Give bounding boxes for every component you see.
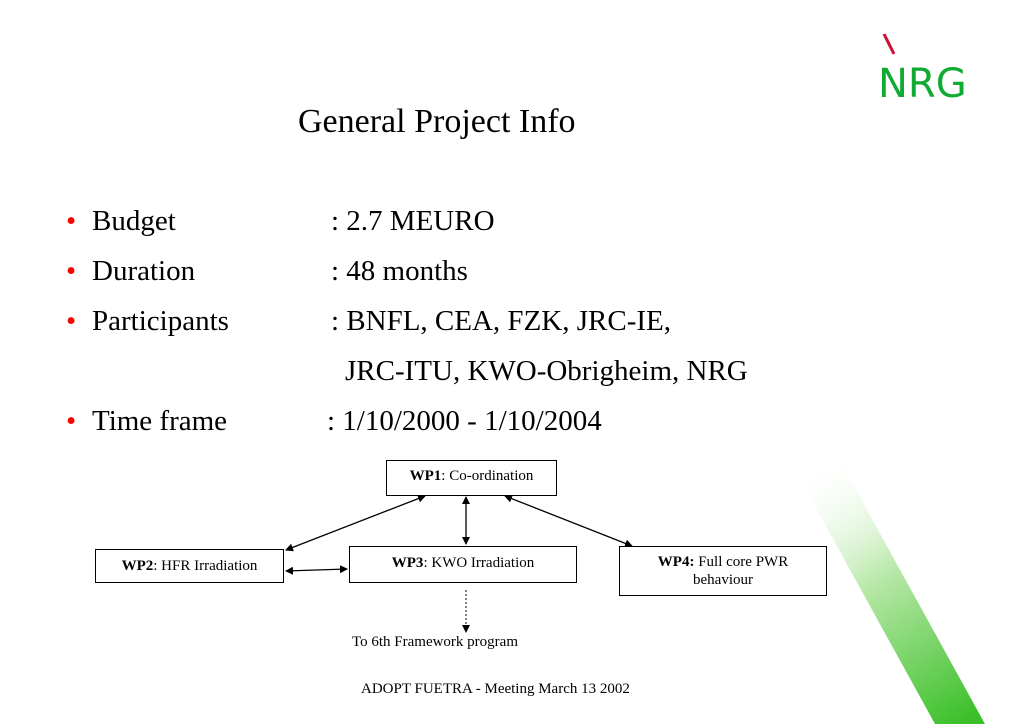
wp3-box: WP3: KWO Irradiation [349,546,577,583]
framework-note: To 6th Framework program [352,634,518,650]
wp4-box: WP4: Full core PWR behaviour [619,546,827,596]
item-value: : 1/10/2000 - 1/10/2004 [327,405,602,437]
wp4-id: WP4: [657,554,695,570]
svg-text:NRG: NRG [878,61,967,107]
item-value: : 2.7 MEURO [331,205,495,237]
bullet-glyph: • [66,405,77,437]
nrg-logo: NRG [878,33,967,107]
item-label: Budget [92,205,176,237]
wp3-text: : KWO Irradiation [423,555,535,571]
arrow-wp1-wp2 [285,494,426,552]
wp1-box: WP1: Co-ordination [386,460,557,496]
arrow-wp1-wp4 [504,494,633,548]
wp2-id: WP2 [121,558,154,574]
wp2-text: : HFR Irradiation [153,558,258,574]
item-value: : 48 months [331,255,468,287]
wp4-text: Full core PWR behaviour [693,554,789,588]
wp1-text: : Co-ordination [441,468,534,484]
wp1-id: WP1 [409,468,442,484]
wp3-id: WP3 [391,555,424,571]
item-label: Participants [92,305,229,337]
item-value-continued: JRC-ITU, KWO-Obrigheim, NRG [345,355,748,387]
bullet-glyph: • [66,255,77,287]
bullet-glyph: • [66,205,77,237]
item-label: Time frame [92,405,228,437]
item-value: : BNFL, CEA, FZK, JRC-IE, [331,305,671,337]
item-label: Duration [92,255,196,287]
wp2-box: WP2: HFR Irradiation [95,549,284,583]
bullet-glyph: • [66,305,77,337]
arrow-wp2-wp3 [285,565,348,575]
page-title: General Project Info [298,103,576,140]
footer-text: ADOPT FUETRA - Meeting March 13 2002 [361,681,630,697]
